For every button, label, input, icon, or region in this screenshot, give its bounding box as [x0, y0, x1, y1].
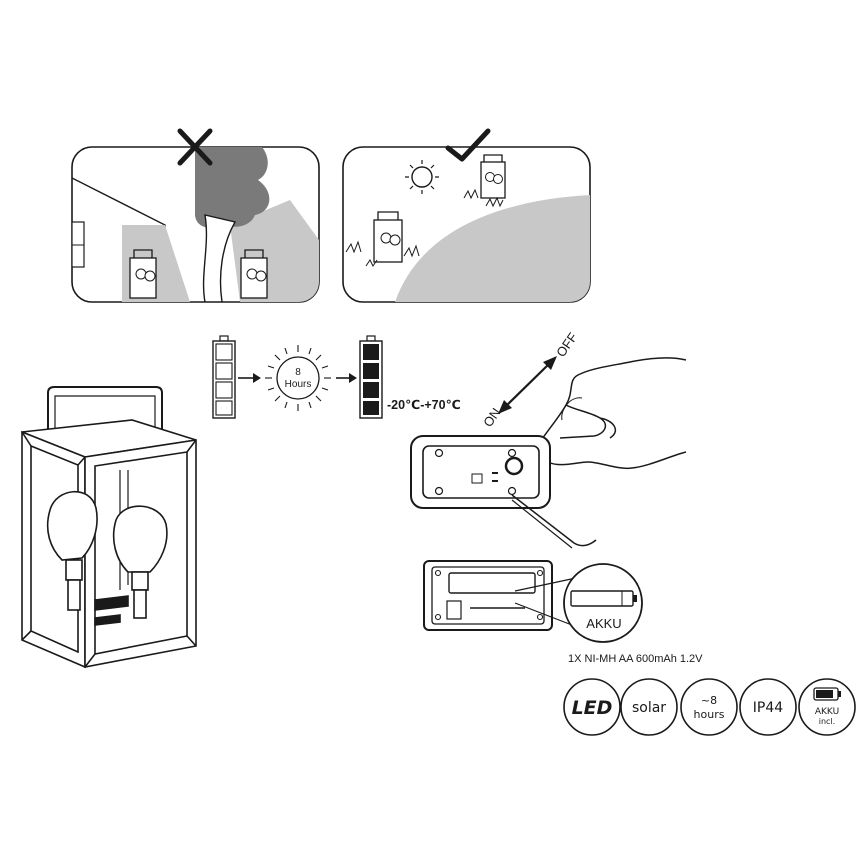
badge-hours-bottom: hours: [694, 708, 725, 721]
arrow-right-icon: [336, 373, 357, 383]
battery-full-icon: [359, 335, 383, 419]
panel-sun-correct: [342, 128, 591, 303]
badge-hours-top: ~8: [701, 694, 717, 707]
badge-solar: solar: [620, 678, 678, 736]
battery-empty-icon: [212, 335, 236, 419]
badge-solar-label: solar: [632, 700, 666, 716]
power-button[interactable]: [504, 456, 524, 476]
battery-spec-text: 1X NI-MH AA 600mAh 1.2V: [568, 653, 703, 665]
temperature-range-text: -20℃-+70℃: [387, 398, 461, 412]
badge-akku: AKKU incl.: [798, 678, 856, 736]
badge-hours: ~8 hours: [680, 678, 738, 736]
charging-sequence: 8 Hours -20℃-+70℃: [212, 335, 461, 419]
switch-panel: [410, 435, 551, 509]
badge-led-label: LED: [572, 697, 613, 719]
hand-illustration: [535, 357, 687, 470]
badge-led: LED: [563, 678, 621, 736]
hours-unit-text: Hours: [285, 379, 312, 390]
hours-value-text: 8: [295, 367, 301, 378]
switch-off-label: OFF: [553, 330, 580, 360]
sun-icon: [405, 160, 439, 194]
lantern-large-illustration: [21, 386, 197, 669]
feature-badges: LED solar ~8 hours IP44 AKKU incl.: [563, 678, 856, 736]
switch-on-label: ON: [480, 405, 503, 430]
badge-akku-bottom: incl.: [819, 717, 835, 726]
lantern-small-icon: [345, 211, 420, 267]
lantern-small-icon: [463, 154, 506, 208]
battery-icon: [813, 687, 841, 701]
arrow-right-icon: [238, 373, 261, 383]
lantern-small-icon: [129, 249, 157, 299]
badge-ip-label: IP44: [753, 700, 783, 716]
switch-diagram: ON OFF: [410, 330, 687, 549]
double-arrow-icon: [498, 356, 557, 414]
bulb-icon: [46, 490, 98, 611]
lantern-small-icon: [240, 249, 268, 299]
cross-icon: [177, 128, 213, 166]
battery-compartment: AKKU: [423, 560, 643, 643]
aa-battery-icon: [570, 590, 637, 607]
panel-shade-wrong: [71, 128, 320, 303]
battery-callout-label: AKKU: [586, 616, 621, 631]
bulb-icon: [112, 505, 168, 619]
badge-ip44: IP44: [739, 678, 797, 736]
badge-akku-top: AKKU: [815, 707, 839, 717]
sun-hours-icon: 8 Hours: [265, 345, 331, 411]
check-icon: [445, 128, 491, 162]
